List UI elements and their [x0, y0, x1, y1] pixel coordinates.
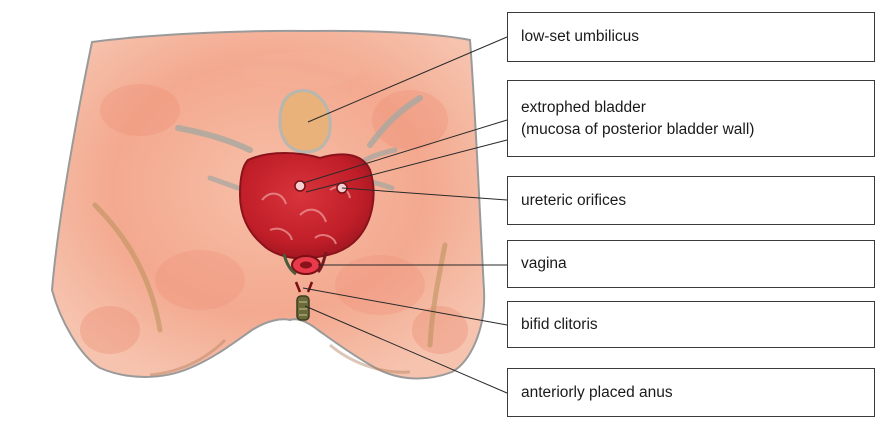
umbilicus [280, 91, 330, 152]
label-text-umbilicus: low-set umbilicus [521, 26, 861, 48]
anus [297, 296, 309, 320]
label-vagina: vagina [507, 240, 875, 288]
label-text-bladder: extrophed bladder [521, 97, 861, 119]
label-text-vagina: vagina [521, 253, 861, 275]
exstrophic-bladder [240, 153, 374, 258]
label-text-bladder-detail: (mucosa of posterior bladder wall) [521, 119, 861, 141]
label-anteriorly-placed-anus: anteriorly placed anus [507, 368, 875, 417]
label-text-ureteric: ureteric orifices [521, 190, 861, 212]
label-low-set-umbilicus: low-set umbilicus [507, 12, 875, 62]
label-bifid-clitoris: bifid clitoris [507, 301, 875, 348]
label-text-clitoris: bifid clitoris [521, 314, 861, 336]
label-extrophed-bladder: extrophed bladder (mucosa of posterior b… [507, 80, 875, 157]
label-ureteric-orifices: ureteric orifices [507, 176, 875, 225]
label-text-anus: anteriorly placed anus [521, 382, 861, 404]
